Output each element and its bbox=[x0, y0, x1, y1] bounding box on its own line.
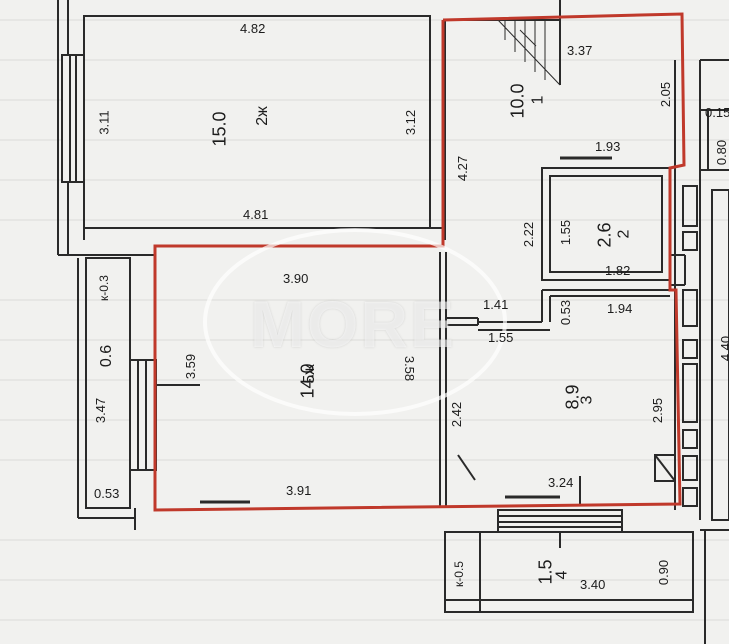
dim-label: 0.15 bbox=[705, 105, 729, 120]
room-2zh-area: 15.0 bbox=[209, 111, 230, 147]
dim-label: 4.40 bbox=[718, 335, 729, 362]
dim-label: 4.27 bbox=[455, 155, 471, 182]
dim-label: 2.95 bbox=[650, 397, 666, 424]
dim-label: 2.05 bbox=[658, 81, 674, 108]
dim-label: 3.47 bbox=[93, 397, 109, 424]
dim-label: 3.59 bbox=[183, 353, 199, 380]
room-2-id: 2 bbox=[615, 229, 633, 239]
dim-label: 1.82 bbox=[605, 263, 631, 278]
balcony-bottom-id: к-0.5 bbox=[451, 561, 466, 587]
watermark-ellipse bbox=[203, 228, 507, 416]
balcony-left-area: 0.6 bbox=[98, 344, 116, 368]
dim-label: 4.81 bbox=[243, 207, 269, 222]
dim-label: 3.91 bbox=[286, 483, 312, 498]
dim-label: 3.58 bbox=[402, 355, 418, 382]
dim-label: 2.42 bbox=[449, 401, 465, 428]
dim-label: 0.80 bbox=[714, 139, 729, 166]
dim-label: 1.41 bbox=[483, 297, 509, 312]
paper-lines bbox=[0, 19, 729, 621]
dim-label: 3.12 bbox=[403, 109, 419, 136]
room-2-area: 2.6 bbox=[594, 222, 615, 248]
dim-label: 3.90 bbox=[283, 271, 309, 286]
room-3-area: 8.9 bbox=[562, 384, 583, 410]
dim-label: 1.93 bbox=[595, 139, 621, 154]
room-5zh-area: 14.0 bbox=[297, 363, 318, 399]
room-1-area: 10.0 bbox=[507, 83, 528, 119]
balcony-bottom-outline bbox=[444, 531, 694, 613]
dim-label: 0.90 bbox=[656, 559, 672, 586]
room-4-area: 1.5 bbox=[535, 559, 556, 585]
balcony-left-id: к-0.3 bbox=[96, 275, 111, 301]
room-1-id: 1 bbox=[529, 95, 547, 105]
room-4-id: 4 bbox=[553, 570, 571, 580]
dim-label: 4.82 bbox=[240, 21, 266, 36]
dim-label: 3.24 bbox=[548, 475, 574, 490]
dim-label: 3.40 bbox=[580, 577, 606, 592]
walls bbox=[57, 0, 729, 644]
dim-label: 1.55 bbox=[488, 330, 514, 345]
dim-label: 1.94 bbox=[607, 301, 633, 316]
room-2zh-id: 2ж bbox=[253, 106, 271, 126]
dim-label: 1.55 bbox=[558, 219, 574, 246]
dim-label: 2.22 bbox=[521, 221, 537, 248]
dim-label: 0.53 bbox=[558, 299, 574, 326]
watermark-text: MORE bbox=[250, 287, 456, 361]
dim-label: 0.53 bbox=[94, 486, 120, 501]
dim-label: 3.11 bbox=[96, 110, 112, 135]
dim-label: 3.37 bbox=[567, 43, 593, 58]
apartment-outline bbox=[153, 12, 686, 512]
